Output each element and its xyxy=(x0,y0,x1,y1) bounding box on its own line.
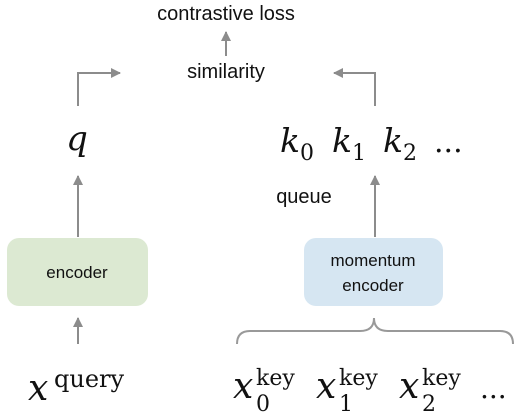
queue-label: queue xyxy=(276,186,332,208)
key-item: k 0 xyxy=(280,121,314,166)
key-input-item: x key 1 xyxy=(316,366,378,417)
key-input-item: x key 2 xyxy=(399,366,461,417)
query-input-base: x xyxy=(28,368,48,409)
momentum-encoder-label-line2: encoder xyxy=(342,276,404,295)
key-input-base: x xyxy=(316,366,336,407)
contrastive-loss-label: contrastive loss xyxy=(157,3,295,25)
key-queue-row: k 0 k 1 k 2 ... xyxy=(280,121,463,166)
key-input-subscript: 2 xyxy=(422,392,436,417)
key-base: k xyxy=(332,121,352,160)
keys-ellipsis: ... xyxy=(434,125,463,160)
key-branch: k 0 k 1 k 2 ... queue momentum encoder x… xyxy=(233,68,514,417)
similarity-label: similarity xyxy=(187,61,265,83)
key-inputs-ellipsis: ... xyxy=(480,372,507,405)
query-symbol: q xyxy=(66,119,88,159)
key-input-base: x xyxy=(399,366,419,407)
encoder-label: encoder xyxy=(46,263,108,282)
query-input-superscript: query xyxy=(54,365,124,393)
key-input-subscript: 1 xyxy=(339,392,353,417)
key-input-superscript: key xyxy=(339,366,378,391)
key-input-item: x key 0 xyxy=(233,366,295,417)
key-input-base: x xyxy=(233,366,253,407)
key-subscript: 1 xyxy=(352,141,366,166)
key-input-subscript: 0 xyxy=(256,392,270,417)
momentum-encoder-label-line1: momentum xyxy=(330,251,415,270)
key-subscript: 2 xyxy=(403,141,417,166)
key-inputs-row: x key 0 x key 1 x key 2 ... xyxy=(233,366,507,417)
query-to-similarity-arrow xyxy=(77,68,121,106)
key-base: k xyxy=(280,121,300,160)
encoder-box xyxy=(7,238,148,306)
momentum-encoder-box xyxy=(304,238,443,306)
keys-to-similarity-arrow xyxy=(333,68,376,106)
key-base: k xyxy=(383,121,403,160)
query-input-label: x query xyxy=(28,365,124,409)
key-inputs-brace xyxy=(236,317,514,345)
key-subscript: 0 xyxy=(300,141,314,166)
key-input-superscript: key xyxy=(422,366,461,391)
key-item: k 1 xyxy=(332,121,366,166)
query-branch: q encoder x query xyxy=(7,68,148,409)
key-input-superscript: key xyxy=(256,366,295,391)
key-item: k 2 xyxy=(383,121,417,166)
